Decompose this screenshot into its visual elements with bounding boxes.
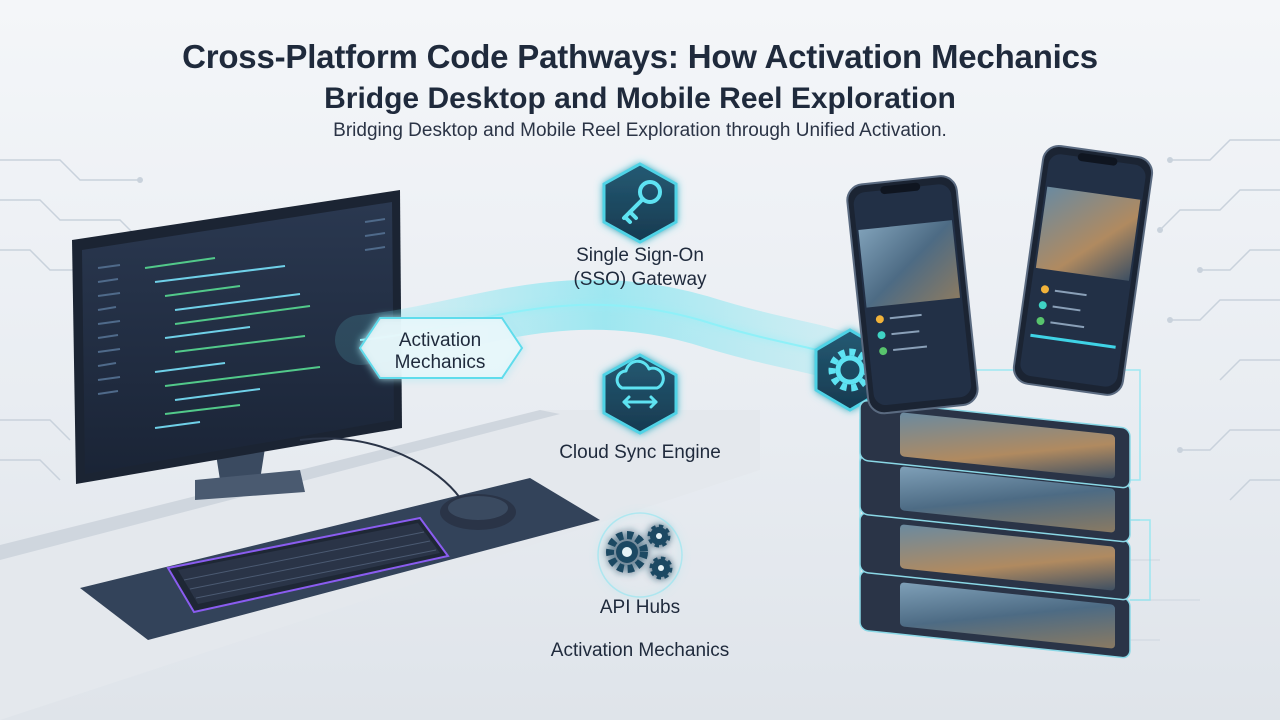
- page-title-line-2: Bridge Desktop and Mobile Reel Explorati…: [324, 82, 956, 115]
- phone-left: [846, 175, 979, 415]
- reel-stack: [859, 400, 1131, 659]
- monitor-stand-base: [195, 470, 305, 500]
- reel-thumbnail: [1035, 186, 1141, 281]
- desktop-monitor: [72, 190, 402, 500]
- mouse: [299, 437, 516, 530]
- gears-icon: [597, 512, 683, 598]
- cloud-sync-engine-label: Cloud Sync Engine: [559, 442, 721, 463]
- sso-node: [602, 162, 678, 244]
- sso-label-line-2: (SSO) Gateway: [573, 269, 707, 290]
- page-title-line-1: Cross-Platform Code Pathways: How Activa…: [182, 38, 1098, 75]
- page-subtitle: Bridging Desktop and Mobile Reel Explora…: [333, 120, 947, 141]
- key-icon: [622, 180, 662, 224]
- keyboard: [166, 516, 450, 614]
- reel-thumbnail: [858, 220, 961, 308]
- sso-label-line-1: Single Sign-On: [576, 245, 704, 266]
- cloud-sync-icon: [615, 359, 665, 409]
- activation-mechanics-label-left: Activation Mechanics: [394, 330, 486, 373]
- cloud-node: [602, 353, 678, 435]
- mouse-cable: [299, 437, 461, 499]
- api-hubs-label: API Hubs: [599, 597, 681, 618]
- sso-gateway-label: Single Sign-On (SSO) Gateway: [540, 244, 740, 292]
- code-lines: [97, 218, 386, 429]
- activation-mechanics-label-bottom: Activation Mechanics: [550, 640, 730, 661]
- monitor-screen: [82, 202, 394, 474]
- phone-right: [1012, 145, 1154, 396]
- activation-node-left: [358, 317, 524, 379]
- reel-card: [859, 400, 1131, 489]
